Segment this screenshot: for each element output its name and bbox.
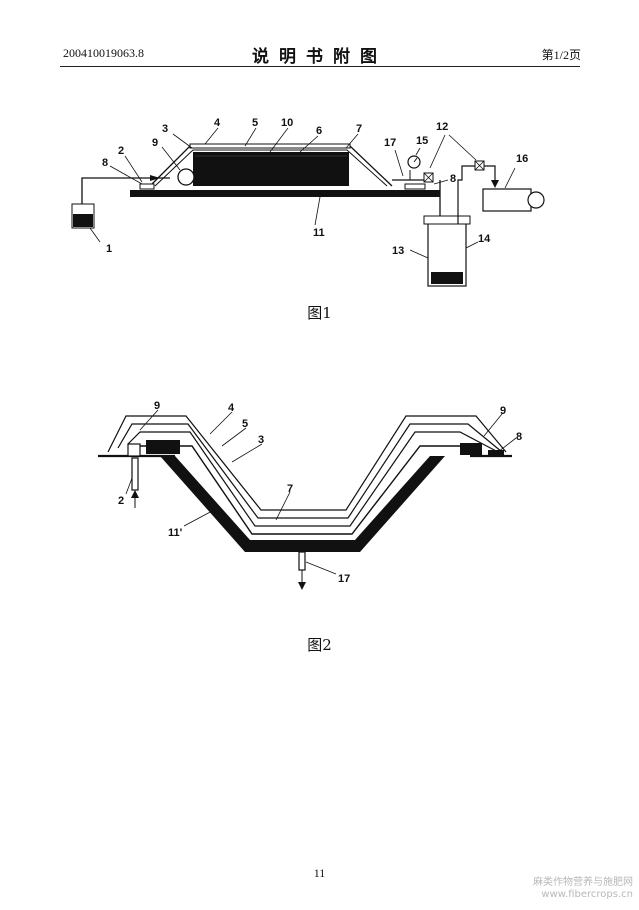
label-5: 5 (252, 117, 258, 129)
mould (160, 456, 445, 552)
film-layer-outer (127, 431, 499, 527)
fabric-stack (193, 152, 349, 186)
seal-right (488, 450, 504, 456)
label-11-prime: 11' (168, 527, 183, 539)
label-15: 15 (416, 135, 428, 147)
figure-1-drawing: 1 2 3 4 5 10 6 7 8 9 11 12 13 14 15 16 1… (71, 117, 545, 287)
resin-inlet (131, 457, 139, 491)
label-4: 4 (214, 117, 221, 129)
label-6: 6 (316, 125, 322, 137)
figure-1-caption: 图1 (307, 304, 332, 322)
label-9-right: 9 (500, 405, 506, 417)
label-4: 4 (228, 402, 235, 414)
page-number: 11 (313, 866, 326, 880)
label-17: 17 (338, 573, 350, 585)
film-layer-middle (117, 423, 503, 519)
resin-outlet (298, 551, 306, 571)
watermark: 麻类作物营养与施肥网 www.fibercrops.cn (533, 877, 633, 901)
label-13: 13 (392, 245, 404, 257)
inner-film-layer (154, 149, 388, 187)
seal-right (404, 183, 426, 190)
watermark-line-1: 麻类作物营养与施肥网 (533, 877, 633, 888)
header-rule (60, 66, 580, 67)
label-2: 2 (118, 495, 124, 507)
page-title: 说明书附图 (252, 47, 387, 67)
label-3: 3 (258, 434, 264, 446)
vacuum-pump (482, 188, 532, 212)
resin-inlet-line (81, 177, 170, 208)
seal-left (139, 183, 155, 190)
label-1: 1 (106, 243, 112, 255)
label-11: 11 (313, 227, 325, 239)
fabric-block-left (146, 440, 180, 454)
label-8-left: 8 (102, 157, 108, 169)
label-17: 17 (384, 137, 396, 149)
vacuum-line (457, 165, 496, 224)
fabric-layer (140, 445, 462, 535)
top-film (189, 143, 351, 149)
film-layer-top (107, 415, 507, 511)
label-2: 2 (118, 145, 124, 157)
label-9: 9 (152, 137, 158, 149)
label-10: 10 (281, 117, 293, 129)
figure-2-caption: 图2 (307, 636, 332, 654)
label-14: 14 (478, 233, 491, 245)
figure-2-drawing: 9 4 5 3 2 11' 7 17 9 8 (98, 400, 522, 590)
label-12: 12 (436, 121, 448, 133)
label-9-left: 9 (154, 400, 160, 412)
label-16: 16 (516, 153, 528, 165)
watermark-line-2: www.fibercrops.cn (541, 889, 633, 900)
label-5: 5 (242, 418, 248, 430)
spiral-tube (177, 168, 195, 186)
page-info: 第1/2页 (541, 48, 581, 62)
label-8: 8 (516, 431, 522, 443)
label-7: 7 (356, 123, 362, 135)
label-3: 3 (162, 123, 168, 135)
label-8-right: 8 (450, 173, 456, 185)
label-7: 7 (287, 483, 293, 495)
fabric-block-right (460, 443, 482, 455)
base-plate (130, 190, 440, 197)
document-number: 200410019063.8 (63, 46, 144, 60)
